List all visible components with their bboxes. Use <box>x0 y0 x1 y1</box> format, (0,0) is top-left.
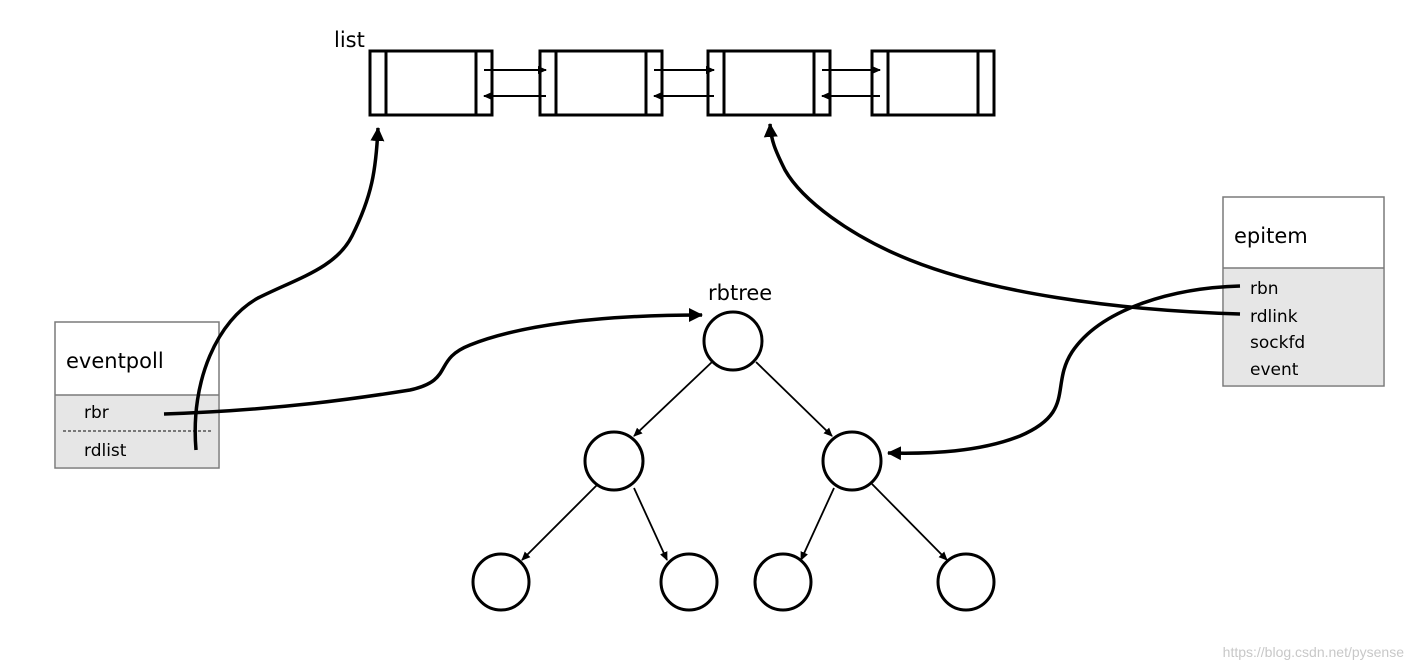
rbtree-root-node <box>702 310 764 372</box>
epitem-box <box>1222 196 1385 387</box>
rbtree-edges <box>521 361 948 561</box>
rbn-to-rbtree-arrow <box>887 284 1241 461</box>
rbtree-leaf-node-2 <box>659 552 719 612</box>
list-node-4 <box>870 49 996 117</box>
list-node-2 <box>538 49 664 117</box>
epitem-title: epitem <box>1234 224 1308 248</box>
rbtree-leaf-node-3 <box>753 552 813 612</box>
rbtree-leaf-node-4 <box>936 552 996 612</box>
rbtree-nodes <box>471 310 996 612</box>
pointer-curves <box>163 123 1241 461</box>
watermark: https://blog.csdn.net/pysense <box>1222 644 1404 660</box>
epitem-field-rbn: rbn <box>1250 279 1279 299</box>
rbr-to-rbtree-arrow <box>163 308 703 416</box>
list-node-1 <box>368 49 494 117</box>
list-label: list <box>334 28 365 52</box>
rbtree-left-node <box>583 430 645 492</box>
epitem-field-rdlink: rdlink <box>1250 307 1298 327</box>
rbtree-leaf-node-1 <box>471 552 531 612</box>
eventpoll-field-rdlist: rdlist <box>84 441 127 461</box>
eventpoll-title: eventpoll <box>66 349 164 373</box>
eventpoll-box <box>54 321 220 469</box>
epitem-field-sockfd: sockfd <box>1250 333 1305 353</box>
rbtree-right-node <box>821 430 883 492</box>
rdlist-to-list-arrow <box>193 127 385 451</box>
eventpoll-field-rbr: rbr <box>84 403 109 423</box>
list-links <box>483 66 881 100</box>
rdlink-to-list-arrow <box>763 123 1241 316</box>
rbtree-label: rbtree <box>708 281 772 305</box>
epitem-field-event: event <box>1250 360 1299 380</box>
list-node-3 <box>706 49 832 117</box>
